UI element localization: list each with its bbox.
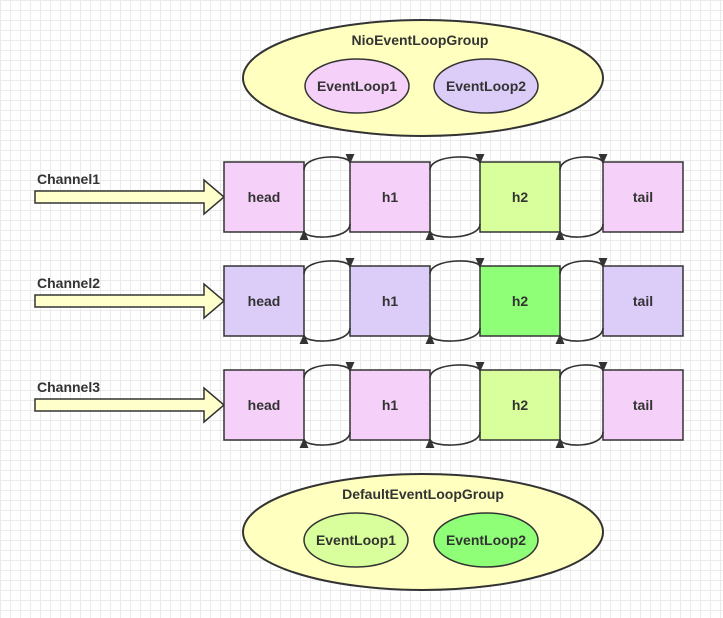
forward-arrow (429, 258, 485, 275)
handler-h2: h2 (479, 161, 561, 233)
handler-label: h2 (512, 397, 529, 413)
handler-label: head (248, 293, 281, 309)
event-loop-2-label: EventLoop2 (446, 532, 526, 548)
channel-label: Channel2 (37, 275, 100, 291)
handler-h1: h1 (349, 369, 431, 441)
handler-box (602, 161, 684, 233)
handler-label: h1 (382, 189, 399, 205)
backward-arrow (425, 327, 481, 344)
channel-row-3: Channel3 head h1 h2 tail (34, 362, 684, 448)
event-loop-1-label: EventLoop1 (316, 532, 396, 548)
forward-arrow (303, 154, 355, 171)
channel-row-2: Channel2 head h1 h2 tail (34, 258, 684, 344)
forward-arrow (429, 154, 485, 171)
handler-h2: h2 (479, 369, 561, 441)
handler-label: h2 (512, 189, 529, 205)
forward-arrow (303, 258, 355, 275)
handler-box (602, 369, 684, 441)
handler-box (349, 161, 431, 233)
default-event-loop-group: DefaultEventLoopGroup EventLoop1 EventLo… (242, 473, 604, 591)
handler-label: head (248, 189, 281, 205)
event-loop-1 (303, 512, 409, 568)
handler-head: head (223, 265, 305, 337)
handler-box (479, 369, 561, 441)
handler-h1: h1 (349, 265, 431, 337)
backward-arrow (555, 223, 604, 240)
backward-arrow (425, 223, 481, 240)
handler-box (602, 265, 684, 337)
nio-event-loop-group: NioEventLoopGroup EventLoop1 EventLoop2 (242, 19, 604, 137)
handler-label: tail (633, 189, 653, 205)
event-loop-1-label: EventLoop1 (317, 78, 397, 94)
channel-label: Channel1 (37, 171, 100, 187)
handler-head: head (223, 369, 305, 441)
channel-label: Channel3 (37, 379, 100, 395)
handler-box (349, 265, 431, 337)
forward-arrow (559, 362, 608, 379)
handler-label: tail (633, 397, 653, 413)
channel-input-arrow (34, 282, 226, 320)
event-loop-2-label: EventLoop2 (446, 78, 526, 94)
event-loop-1 (304, 58, 410, 114)
handler-box (479, 161, 561, 233)
event-loop-2 (433, 512, 539, 568)
handler-box (223, 161, 305, 233)
group-title: DefaultEventLoopGroup (342, 486, 504, 502)
forward-arrow (303, 362, 355, 379)
backward-arrow (299, 327, 351, 344)
forward-arrow (559, 154, 608, 171)
handler-head: head (223, 161, 305, 233)
backward-arrow (299, 223, 351, 240)
channel-input-arrow (34, 386, 226, 424)
handler-h1: h1 (349, 161, 431, 233)
channel-row-1: Channel1 head h1 h2 tail (34, 154, 684, 240)
backward-arrow (299, 431, 351, 448)
group-title: NioEventLoopGroup (352, 32, 489, 48)
backward-arrow (425, 431, 481, 448)
channel-input-arrow (34, 178, 226, 216)
handler-label: head (248, 397, 281, 413)
backward-arrow (555, 431, 604, 448)
handler-h2: h2 (479, 265, 561, 337)
forward-arrow (559, 258, 608, 275)
event-loop-2 (433, 58, 539, 114)
handler-tail: tail (602, 369, 684, 441)
handler-label: h1 (382, 293, 399, 309)
handler-box (479, 265, 561, 337)
forward-arrow (429, 362, 485, 379)
backward-arrow (555, 327, 604, 344)
handler-label: h2 (512, 293, 529, 309)
handler-box (349, 369, 431, 441)
handler-tail: tail (602, 161, 684, 233)
handler-box (223, 369, 305, 441)
handler-box (223, 265, 305, 337)
handler-label: h1 (382, 397, 399, 413)
handler-tail: tail (602, 265, 684, 337)
handler-label: tail (633, 293, 653, 309)
